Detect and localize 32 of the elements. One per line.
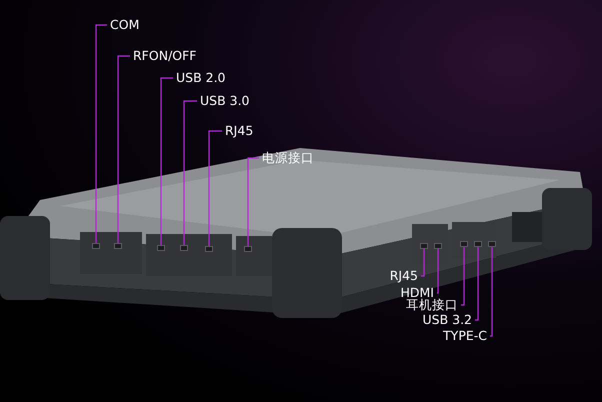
- leader-line: [183, 100, 197, 245]
- port-label: RFON/OFF: [133, 48, 196, 64]
- port-opening: [205, 246, 213, 252]
- port-opening: [420, 243, 428, 249]
- leader-line: [95, 24, 107, 243]
- port-label: RJ45: [390, 268, 418, 284]
- port-opening: [244, 246, 252, 252]
- leader-line: [247, 157, 259, 246]
- port-label: USB 3.2: [422, 312, 472, 328]
- port-label: TYPE-C: [443, 328, 487, 344]
- port-label: USB 3.0: [200, 93, 250, 109]
- port-label: RJ45: [225, 123, 254, 139]
- leader-line: [475, 247, 479, 321]
- port-opening: [114, 243, 122, 249]
- leader-line: [461, 247, 465, 306]
- leader-line: [117, 55, 130, 243]
- port-opening: [92, 243, 100, 249]
- port-opening: [180, 245, 188, 251]
- port-label: 电源接口: [262, 150, 314, 166]
- port-label: 耳机接口: [406, 297, 458, 313]
- port-opening: [474, 241, 482, 247]
- port-opening: [434, 243, 442, 249]
- leader-line: [490, 247, 493, 337]
- leader-line: [436, 249, 439, 294]
- leader-line: [208, 130, 222, 246]
- port-opening: [157, 245, 165, 251]
- leader-line: [160, 77, 173, 245]
- port-opening: [488, 241, 496, 247]
- port-opening: [460, 241, 468, 247]
- port-label: USB 2.0: [176, 70, 226, 86]
- port-label: COM: [110, 17, 140, 33]
- leader-line: [421, 249, 425, 277]
